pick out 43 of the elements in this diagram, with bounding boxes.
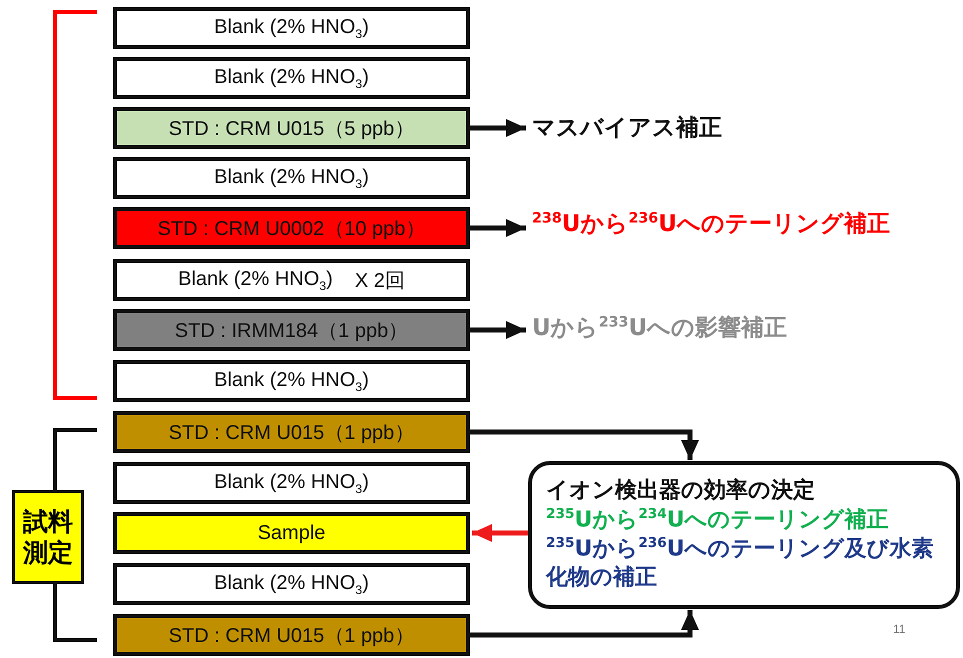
annotation-text: Uから$^{233}$Uへの影響補正 — [532, 312, 788, 343]
arrow — [470, 430, 699, 460]
box-label: Blank (2% HNO$_{3}$) — [214, 16, 369, 40]
step-box — [113, 7, 470, 49]
step-box — [113, 57, 470, 99]
step-box — [113, 157, 470, 199]
box-label: Blank (2% HNO$_{3}$) — [214, 166, 369, 190]
box-label: Blank (2% HNO$_{3}$) — [214, 368, 369, 394]
annotation-text: マスバイアス補正 — [532, 112, 722, 143]
group-tag — [12, 490, 84, 584]
step-box — [113, 411, 470, 453]
sample-box — [113, 512, 470, 554]
box-label: Blank (2% HNO$_{3}$) — [214, 470, 369, 496]
box-text: $^{235}$Uから$^{236}$Uへのテーリング及び水素化物の補正 — [546, 535, 935, 592]
step-box — [113, 207, 470, 249]
box-label: STD : CRM U015（1 ppb） — [168, 624, 414, 648]
box-label: Blank (2% HNO$_{3}$) — [214, 66, 369, 90]
page-number: 11 — [893, 622, 906, 636]
step-box — [113, 107, 470, 149]
arrow — [470, 219, 526, 237]
arrow — [470, 610, 699, 638]
step-box — [113, 563, 470, 605]
step-box — [113, 259, 470, 301]
step-box — [113, 309, 470, 351]
tag-label: 試料測定 — [22, 506, 74, 568]
box-label: Blank (2% HNO$_{3}$) — [178, 268, 333, 292]
box-label: Blank (2% HNO$_{3}$) — [214, 572, 369, 596]
step-box — [113, 360, 470, 402]
box-label: STD : CRM U015（5 ppb） — [168, 116, 414, 142]
box-label: STD : IRMM184（1 ppb） — [174, 318, 408, 344]
box-text: $^{235}$Uから$^{234}$Uへのテーリング補正 — [546, 506, 890, 534]
step-box — [113, 614, 470, 656]
annotation-text: $^{238}$Uから$^{236}$Uへのテーリング補正 — [532, 208, 890, 239]
repeat-note: X 2回 — [354, 268, 405, 294]
box-label: STD : CRM U0002（10 ppb） — [158, 216, 426, 242]
arrow — [470, 119, 526, 137]
step-box — [113, 462, 470, 504]
box-label: STD : CRM U015（1 ppb） — [168, 420, 414, 446]
box-label: Sample — [258, 522, 326, 544]
arrow — [470, 321, 526, 339]
box-heading: イオン検出器の効率の決定 — [546, 477, 816, 506]
arrow — [472, 524, 528, 542]
result-box — [528, 461, 960, 609]
